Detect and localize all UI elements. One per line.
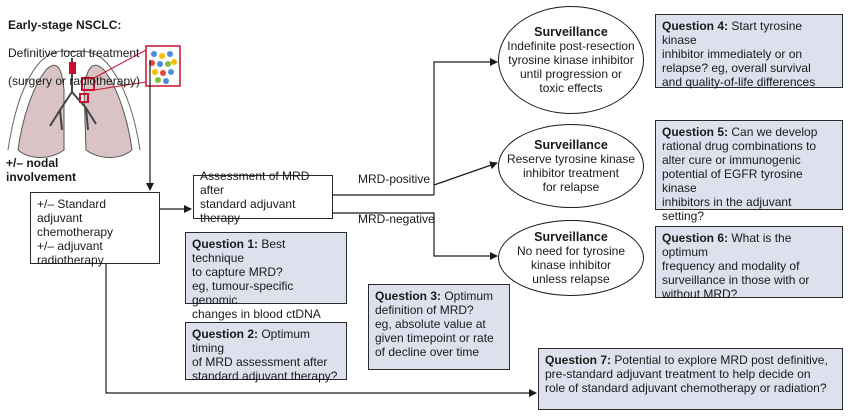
question-label: Question 5: [662, 125, 729, 139]
question-7-box: Question 7: Potential to explore MRD pos… [538, 348, 843, 410]
stage-line-2: (surgery or radiotherapy) [8, 74, 141, 88]
link-assessment-to-bottom [333, 212, 498, 260]
question-label: Question 4: [662, 19, 729, 33]
question-2-box: Question 2: Optimum timing of MRD assess… [185, 322, 347, 383]
mrd-positive-label: MRD-positive [358, 172, 431, 186]
mrd-assessment-box: Assessment of MRD after standard adjuvan… [193, 169, 333, 225]
question-label: Question 2: [192, 327, 259, 341]
surveillance-title: Surveillance [534, 230, 608, 244]
question-4-box: Question 4: Start tyrosine kinase inhibi… [655, 14, 843, 89]
nodal-label: +/– nodal involvement [6, 156, 77, 184]
question-3-box: Question 3: Optimum definition of MRD? e… [368, 284, 510, 370]
question-1-box: Question 1: Best technique to capture MR… [185, 232, 347, 321]
question-label: Question 3: [375, 289, 442, 303]
question-label: Question 7: [545, 353, 612, 367]
stage-title: Early-stage NSCLC: [8, 18, 122, 32]
surveillance-title: Surveillance [534, 25, 608, 39]
link-branch-to-top [433, 58, 498, 195]
question-text: Potential to explore MRD post definitive… [545, 353, 828, 395]
surveillance-body: Indefinite post-resection tyrosine kinas… [507, 39, 635, 95]
link-branch-to-middle [433, 161, 498, 186]
question-text: Can we develop rational drug combination… [662, 125, 818, 223]
question-text: Start tyrosine kinase inhibitor immediat… [662, 19, 816, 89]
question-text: What is the optimum frequency and modali… [662, 231, 810, 301]
question-text: Best technique to capture MRD? eg, tumou… [192, 237, 321, 321]
lung-illustration [7, 49, 147, 158]
stage-line-1: Definitive local treatment [8, 46, 140, 60]
stage-header: Early-stage NSCLC: Definitive local trea… [8, 4, 228, 102]
surveillance-title: Surveillance [534, 138, 608, 152]
question-label: Question 6: [662, 231, 729, 245]
link-adjuvant-to-question-7 [105, 264, 537, 397]
adjuvant-therapy-box: +/– Standard adjuvant chemotherapy +/– a… [30, 192, 160, 267]
question-label: Question 1: [192, 237, 259, 251]
surveillance-oval-indefinite-tki: Surveillance Indefinite post-resection t… [498, 6, 644, 114]
mrd-assessment-text: Assessment of MRD after standard adjuvan… [200, 169, 310, 225]
surveillance-oval-reserve-tki: Surveillance Reserve tyrosine kinase inh… [498, 124, 644, 208]
surveillance-body: Reserve tyrosine kinase inhibitor treatm… [506, 152, 636, 194]
mrd-negative-label: MRD-negative [358, 212, 435, 226]
question-5-box: Question 5: Can we develop rational drug… [655, 120, 843, 223]
question-text: Optimum definition of MRD? eg, absolute … [375, 289, 494, 359]
question-text: Optimum timing of MRD assessment after s… [192, 327, 338, 383]
question-6-box: Question 6: What is the optimum frequenc… [655, 226, 843, 301]
surveillance-body: No need for tyrosine kinase inhibitor un… [516, 244, 626, 286]
surveillance-oval-no-tki: Surveillance No need for tyrosine kinase… [498, 220, 644, 296]
